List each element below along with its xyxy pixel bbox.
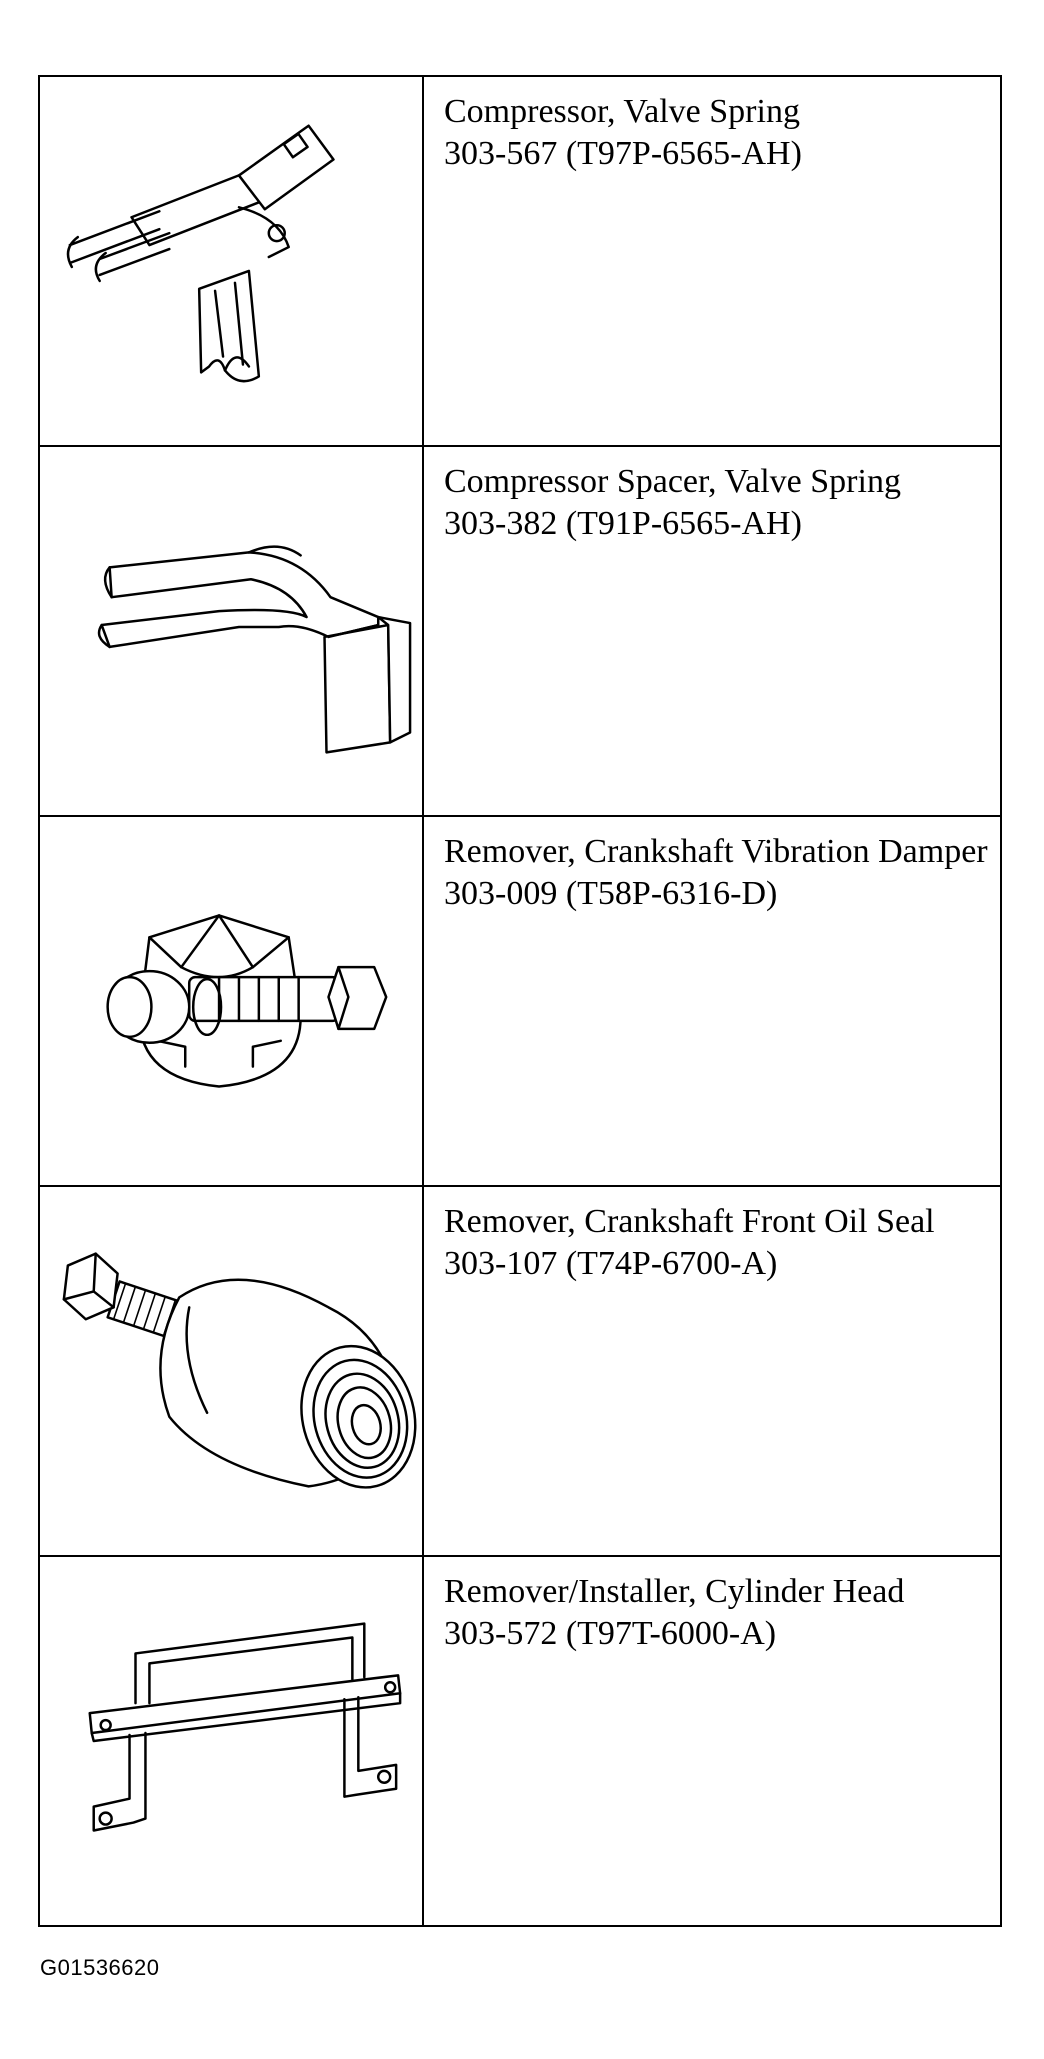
- tool-row: Compressor Spacer, Valve Spring 303-382 …: [38, 445, 1002, 817]
- tool-number: 303-567 (T97P-6565-AH): [444, 135, 802, 172]
- cylinder-head-bracket-icon: [88, 1622, 402, 1832]
- tool-number: 303-107 (T74P-6700-A): [444, 1245, 778, 1282]
- oil-seal-remover-icon: [62, 1252, 417, 1489]
- tool-illustration-cell: [38, 815, 424, 1187]
- special-tools-table: Compressor, Valve Spring 303-567 (T97P-6…: [38, 75, 1002, 1927]
- tool-number: 303-382 (T91P-6565-AH): [444, 505, 802, 542]
- tool-name: Compressor, Valve Spring: [444, 93, 800, 130]
- tool-number: 303-009 (T58P-6316-D): [444, 875, 778, 912]
- figure-code: G01536620: [40, 1955, 160, 1980]
- tool-description-cell: Compressor Spacer, Valve Spring 303-382 …: [422, 445, 1002, 817]
- damper-remover-icon: [106, 914, 388, 1088]
- tool-name: Remover, Crankshaft Front Oil Seal: [444, 1203, 935, 1240]
- tool-illustration-cell: [38, 445, 424, 817]
- tool-illustration-cell: [38, 1555, 424, 1927]
- tool-description-cell: Remover/Installer, Cylinder Head 303-572…: [422, 1555, 1002, 1927]
- tool-row: Remover, Crankshaft Front Oil Seal 303-1…: [38, 1185, 1002, 1557]
- tool-row: Remover/Installer, Cylinder Head 303-572…: [38, 1555, 1002, 1927]
- compressor-spacer-icon: [97, 545, 412, 754]
- tool-description-cell: Remover, Crankshaft Front Oil Seal 303-1…: [422, 1185, 1002, 1557]
- tool-row: Compressor, Valve Spring 303-567 (T97P-6…: [38, 75, 1002, 447]
- tool-name: Compressor Spacer, Valve Spring: [444, 463, 901, 500]
- tool-number: 303-572 (T97T-6000-A): [444, 1615, 777, 1652]
- tool-illustration-cell: [38, 1185, 424, 1557]
- tool-description-cell: Remover, Crankshaft Vibration Damper 303…: [422, 815, 1002, 1187]
- tool-illustration-cell: [38, 75, 424, 447]
- valve-spring-compressor-icon: [66, 124, 335, 383]
- tool-description-cell: Compressor, Valve Spring 303-567 (T97P-6…: [422, 75, 1002, 447]
- tool-row: Remover, Crankshaft Vibration Damper 303…: [38, 815, 1002, 1187]
- tool-name: Remover/Installer, Cylinder Head: [444, 1573, 905, 1610]
- tool-name: Remover, Crankshaft Vibration Damper: [444, 833, 988, 870]
